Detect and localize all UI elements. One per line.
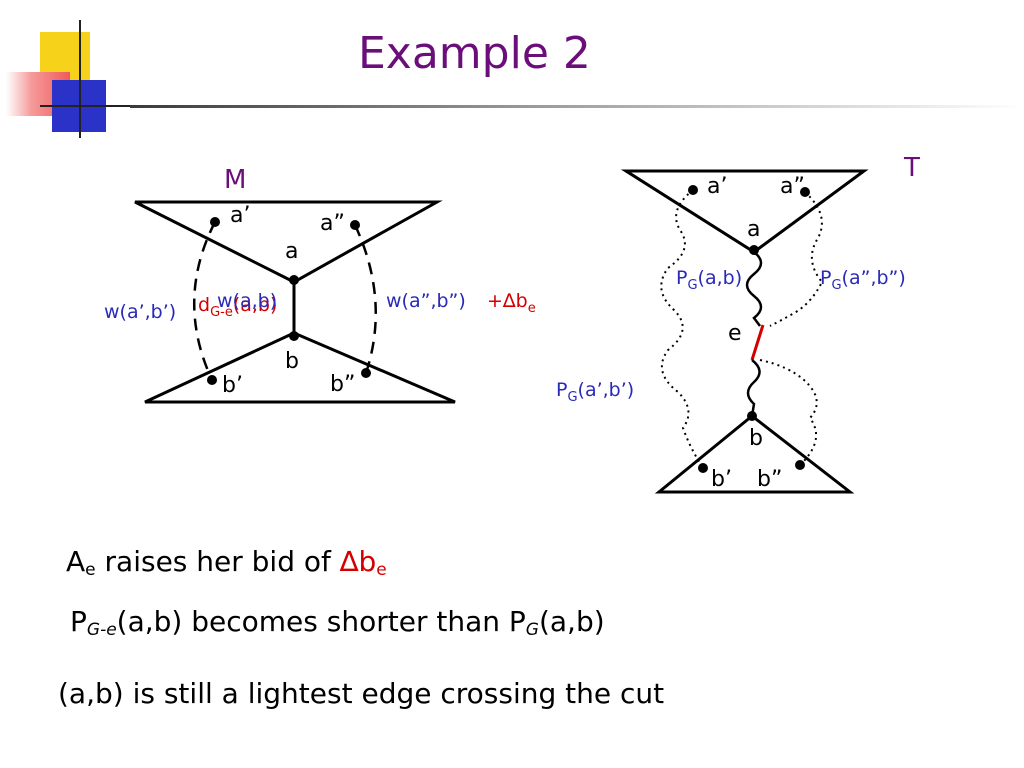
bullet2-text: (a,b) becomes shorter than P xyxy=(116,605,526,638)
bullet2-p2-sub: G xyxy=(525,620,539,640)
diagram-t-title: T xyxy=(903,153,920,183)
m-node-a1 xyxy=(210,217,220,227)
t-pab-tail: (a,b) xyxy=(698,267,743,289)
t-label-a2: a” xyxy=(780,174,805,199)
t-label-e: e xyxy=(728,321,742,346)
t-label-a: a xyxy=(747,217,760,242)
bullet1-delta-sub: e xyxy=(376,560,387,580)
t-pa1-sub: G xyxy=(567,390,577,405)
slide-title: Example 2 xyxy=(358,28,591,79)
t-dotted-a2-e xyxy=(769,191,824,327)
t-pab-main: P xyxy=(676,267,687,289)
corner-decoration xyxy=(0,0,140,140)
t-path-a-e xyxy=(745,251,763,327)
bullet2-p1-sub: G-e xyxy=(86,620,117,640)
t-label-b2: b” xyxy=(757,467,782,492)
m-dashed-a1b1 xyxy=(193,221,217,381)
t-label-b: b xyxy=(749,426,763,451)
m-dist-sub: G-e xyxy=(210,305,233,320)
m-node-a xyxy=(289,275,299,285)
bullet-path-shorter: PG-e(a,b) becomes shorter than PG(a,b) xyxy=(70,605,605,640)
m-label-b2: b” xyxy=(330,372,355,397)
t-node-b1 xyxy=(698,463,708,473)
deco-vertical-line xyxy=(79,20,81,138)
t-label-a1: a’ xyxy=(707,174,727,199)
diagram-m-title: M xyxy=(224,165,246,195)
t-node-b xyxy=(747,411,757,421)
m-delta-main: +∆b xyxy=(487,290,528,312)
bullet1-agent: A xyxy=(66,545,86,578)
t-pa2-main: P xyxy=(820,267,831,289)
t-pab-sub: G xyxy=(687,278,697,293)
m-label-a: a xyxy=(285,239,298,264)
m-node-b1 xyxy=(207,375,217,385)
m-label-b: b xyxy=(285,349,299,374)
bullet1-delta: ∆b xyxy=(339,545,377,578)
t-edge-e xyxy=(750,324,765,361)
t-path-label-ab: PG(a,b) xyxy=(676,267,742,293)
m-weight-ab: w(a,b) xyxy=(217,290,277,312)
title-underline xyxy=(130,105,1024,108)
m-node-b xyxy=(289,331,299,341)
deco-horizontal-line xyxy=(40,105,140,107)
m-node-b2 xyxy=(361,368,371,378)
bullet1-agent-sub: e xyxy=(85,560,96,580)
t-node-b2 xyxy=(795,460,805,470)
m-label-a1: a’ xyxy=(230,203,250,228)
bullet2-tail: (a,b) xyxy=(538,605,605,638)
diagram-m: M a’ a” a b b’ b” w(a’,b’) dG-e(a,b) w(a… xyxy=(104,165,536,404)
m-dist-label: dG-e(a,b) xyxy=(198,294,277,320)
t-pa2-tail: (a”,b”) xyxy=(842,267,906,289)
bullet-raise-bid: Ae raises her bid of ∆be xyxy=(66,545,387,580)
m-label-b1: b’ xyxy=(222,373,243,398)
t-node-a1 xyxy=(688,185,698,195)
bullet1-text: raises her bid of xyxy=(95,545,340,578)
bullet-lightest-edge: (a,b) is still a lightest edge crossing … xyxy=(58,677,665,710)
t-bottom-triangle xyxy=(654,414,855,494)
t-pa2-sub: G xyxy=(831,278,841,293)
m-delta-sub: e xyxy=(528,301,536,316)
t-node-a xyxy=(749,245,759,255)
t-path-label-a1b1: PG(a’,b’) xyxy=(556,379,634,405)
t-path-label-a2b2: PG(a”,b”) xyxy=(820,267,906,293)
bullet2-p1: P xyxy=(70,605,87,638)
m-dist-d: d xyxy=(198,294,210,316)
m-weight-a2b2: w(a”,b”) xyxy=(386,290,466,312)
t-pa1-main: P xyxy=(556,379,567,401)
t-node-a2 xyxy=(800,187,810,197)
t-dotted-e-b2 xyxy=(759,359,818,466)
t-pa1-tail: (a’,b’) xyxy=(578,379,635,401)
m-top-triangle xyxy=(134,200,443,284)
t-top-triangle xyxy=(620,169,869,254)
m-node-a2 xyxy=(350,220,360,230)
t-path-e-b xyxy=(746,359,761,417)
m-label-a2: a” xyxy=(320,211,345,236)
t-dotted-a1b1 xyxy=(660,189,704,469)
t-label-b1: b’ xyxy=(711,467,732,492)
m-delta-label: +∆be xyxy=(487,290,536,316)
m-dist-tail: (a,b) xyxy=(233,294,278,316)
m-weight-a1b1: w(a’,b’) xyxy=(104,301,176,323)
diagram-t: T a’ a” a e b b’ b” PG(a,b xyxy=(556,153,920,494)
m-bottom-triangle xyxy=(144,331,456,404)
